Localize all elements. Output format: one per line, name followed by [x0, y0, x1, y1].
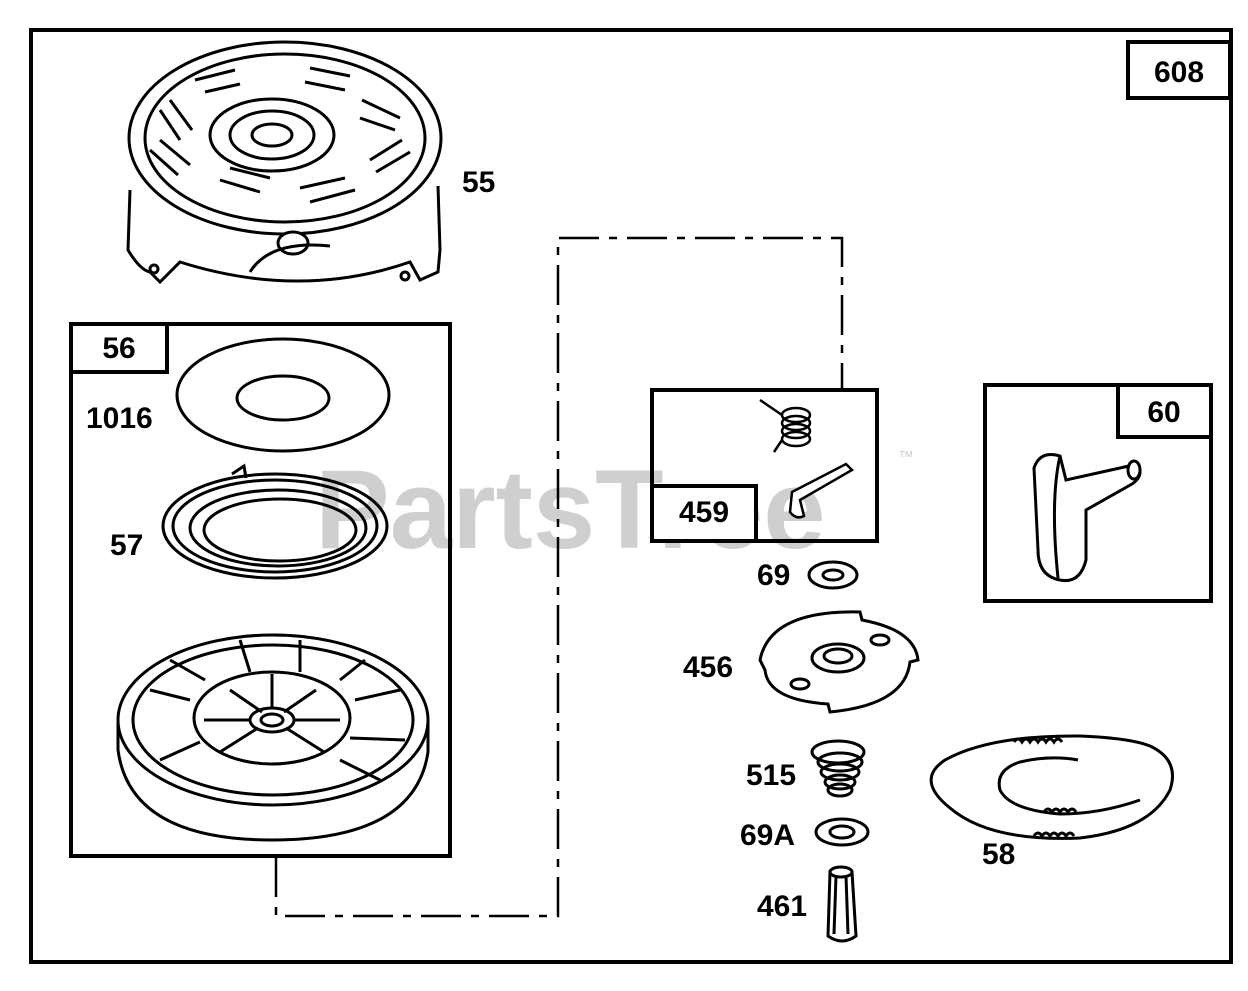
recoil-pulley-part[interactable] — [116, 633, 430, 842]
handle-assembly-box — [983, 383, 1213, 603]
starter-rope-part[interactable] — [929, 734, 1174, 840]
pawl-spring-part[interactable] — [759, 398, 812, 453]
assembly-number-box[interactable]: 608 — [1126, 40, 1232, 100]
part-label-housing: 55 — [462, 166, 495, 199]
assembly-number: 608 — [1154, 56, 1204, 89]
recoil-assembly-box — [69, 322, 452, 858]
washer-69a-part[interactable] — [814, 817, 870, 847]
recoil-box-label-frame — [69, 322, 169, 374]
part-label-washer-a: 69A — [740, 819, 795, 852]
watermark: PartsTree ™ — [315, 447, 914, 572]
part-label-retainer: 456 — [683, 651, 733, 684]
starter-handle-part[interactable] — [1032, 453, 1142, 583]
retainer-spring-part[interactable] — [810, 739, 866, 798]
handle-box-label[interactable]: 60 — [1116, 383, 1213, 439]
blower-housing-part[interactable] — [126, 40, 443, 285]
washer-1016-part[interactable] — [175, 337, 391, 453]
watermark-trademark: ™ — [898, 449, 914, 466]
outer-frame — [29, 28, 1233, 964]
pawl-box-label-frame — [650, 484, 758, 543]
recoil-spring-part[interactable] — [161, 463, 389, 580]
part-label-spring: 57 — [110, 529, 143, 562]
handle-box-number: 60 — [1147, 396, 1180, 429]
recoil-box-label[interactable]: 56 — [69, 322, 169, 374]
assembly-number-frame — [1126, 40, 1232, 100]
connector-line — [274, 236, 844, 918]
recoil-box-number: 56 — [102, 332, 135, 365]
handle-box-label-frame — [1116, 383, 1213, 439]
pawl-part[interactable] — [788, 462, 855, 519]
part-label-pin: 461 — [757, 890, 807, 923]
part-label-washer: 69 — [757, 559, 790, 592]
part-label-washer-top: 1016 — [86, 402, 153, 435]
pin-part[interactable] — [826, 865, 858, 943]
pawl-assembly-box — [650, 388, 879, 543]
pawl-box-number: 459 — [679, 496, 729, 529]
washer-69-part[interactable] — [807, 560, 859, 590]
retainer-part[interactable] — [758, 610, 920, 714]
part-label-retainer-spring: 515 — [746, 759, 796, 792]
pawl-box-label[interactable]: 459 — [650, 484, 758, 543]
part-label-rope: 58 — [982, 838, 1015, 871]
